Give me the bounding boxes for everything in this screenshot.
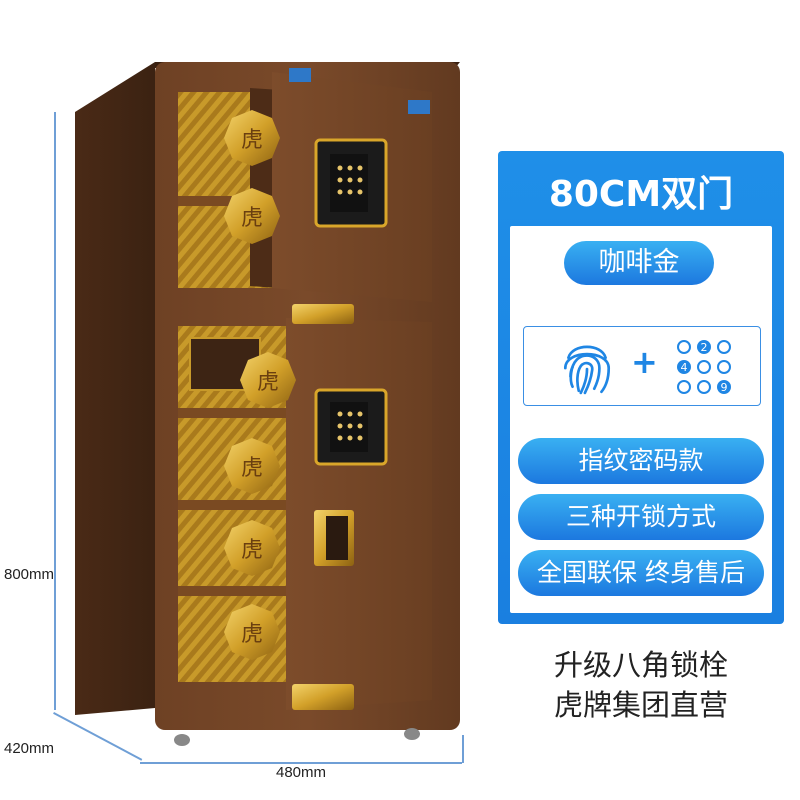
bolt-3: 虎: [240, 352, 296, 408]
fingerprint-icon: [563, 345, 611, 395]
color-option-badge: 咖啡金: [564, 241, 714, 285]
bolt-1: 虎: [224, 110, 280, 166]
feature-fingerprint-password: 指纹密码款: [518, 438, 764, 484]
bolt-3-char: 虎: [257, 370, 279, 395]
unlock-methods-box: + 2 4 9: [523, 326, 761, 406]
lower-door: [286, 318, 432, 710]
brand-direct-text: 虎牌集团直营: [553, 688, 728, 722]
plus-sign: +: [631, 343, 658, 381]
keypad-digit-2: 2: [701, 341, 708, 354]
bolt-4: 虎: [224, 438, 280, 494]
bolt-6-char: 虎: [241, 622, 263, 647]
keypad-icon: 2 4 9: [677, 340, 731, 394]
feature-three-unlock-methods: 三种开锁方式: [518, 494, 764, 540]
bolt-6: 虎: [224, 604, 280, 660]
depth-label: 420mm: [4, 740, 55, 757]
width-label: 480mm: [276, 764, 327, 781]
product-title: 80CM双门: [548, 174, 734, 215]
upper-keypad: [314, 138, 388, 228]
bottom-hinge: [292, 684, 354, 710]
bolt-2-char: 虎: [241, 206, 263, 231]
lower-keypad: [314, 388, 388, 466]
bolt-5-char: 虎: [241, 538, 263, 563]
safe-side-panel: [75, 62, 155, 715]
panel-inner: 咖啡金 +: [510, 226, 772, 613]
width-dim-line: [140, 762, 462, 764]
upgrade-bolt-text: 升级八角锁栓: [553, 648, 728, 682]
keypad-digit-9: 9: [721, 381, 728, 394]
keypad-digit-4: 4: [681, 361, 688, 374]
bolt-2: 虎: [224, 188, 280, 244]
bolt-4-char: 虎: [241, 456, 263, 481]
feature-warranty: 全国联保 终身售后: [518, 550, 764, 596]
feature-panel: 80CM双门 咖啡金 +: [498, 151, 784, 624]
bolt-5: 虎: [224, 520, 280, 576]
center-hinge: [292, 304, 354, 324]
height-label: 800mm: [4, 566, 55, 583]
height-dim-line: [54, 112, 56, 710]
bolt-1-char: 虎: [241, 128, 263, 153]
